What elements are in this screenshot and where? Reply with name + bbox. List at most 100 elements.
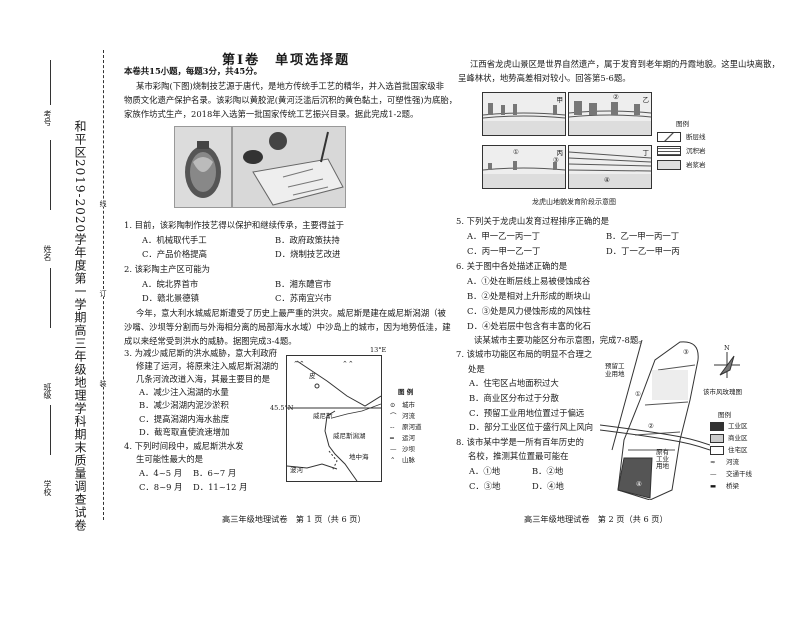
q6-option-c[interactable]: C．③处是风力侵蚀形成的风蚀柱 <box>467 306 591 316</box>
diagram-legend: 断层线 沉积岩 岩浆岩 <box>657 131 706 173</box>
passage2-line2: 沙嘴、沙坝等分割而与外海相分离的局部海水水域）中沙岛上的城市，因为地势低洼，建 <box>124 322 451 332</box>
venice-map: ⌃⌃ ⌃⌃ 皮 威尼斯 威尼斯潟湖 地中海 波河 <box>286 355 382 482</box>
q8-option-d[interactable]: D．④地 <box>532 481 564 491</box>
pottery-photo-painting <box>232 126 346 208</box>
q1-option-a[interactable]: A．机械取代手工 <box>142 235 207 245</box>
legend-commercial: 商业区 <box>710 432 752 444</box>
legend-city-river: ≈河流 <box>710 458 739 466</box>
map-lon-label: 13°E <box>370 346 387 354</box>
q1-stem: 1. 目前，该彩陶制作技艺得以保护和继续传承，主要得益于 <box>124 220 345 230</box>
field-label: 考号 <box>43 110 52 126</box>
old-industry-label-3: 用地 <box>656 462 669 470</box>
p2-passage-line2: 呈峰林状，地势高差相对较小。回答第5-6题。 <box>458 73 631 83</box>
q1-option-d[interactable]: D．烧制技艺改进 <box>275 249 341 259</box>
legend-industrial: 工业区 <box>710 420 752 432</box>
igneous-rock-icon <box>657 160 681 170</box>
binding-mark-line: 线 <box>98 200 108 207</box>
panel-label-jia: 甲 <box>556 96 564 104</box>
q6-option-b[interactable]: B．②处是相对上升形成的断块山 <box>467 291 591 301</box>
wind-rose: N <box>712 344 742 384</box>
marker-2: ② <box>613 93 619 101</box>
q4-option-c[interactable]: C．8~9 月 <box>139 482 183 492</box>
reserved-industry-label-1: 预留工 <box>605 362 625 370</box>
q8-stem-line2: 名校，推测其位置最可能在 <box>468 451 569 461</box>
q2-option-b[interactable]: B．湘东醴官市 <box>275 279 332 289</box>
legend-mountain: ⌃山脉 <box>390 456 415 464</box>
q3-option-a[interactable]: A．减少注入潟湖的水量 <box>139 387 229 397</box>
legend-residential: 住宅区 <box>710 444 752 456</box>
panel-jia-drawing <box>482 103 566 135</box>
q7-option-b[interactable]: B．商业区分布过于分散 <box>469 393 559 403</box>
field-class: 班级 <box>42 383 53 399</box>
field-class-line[interactable] <box>50 405 52 455</box>
q4-option-d[interactable]: D．11~12 月 <box>193 482 248 492</box>
field-exam-number-line2[interactable] <box>50 140 52 210</box>
map-lat-label: 45.5°N <box>270 404 294 412</box>
q7-option-c[interactable]: C．预留工业用地位置过于偏远 <box>469 408 585 418</box>
legend-river: ⌒河流 <box>390 412 415 420</box>
q4-option-b[interactable]: B．6~7 月 <box>193 468 237 478</box>
map-label-venice: 威尼斯 <box>313 412 333 420</box>
field-name: 姓名 <box>42 245 53 261</box>
q7-stem-line2: 处是 <box>468 364 485 374</box>
wind-rose-caption: 该市风玫瑰图 <box>703 388 742 396</box>
q4-stem-line2: 生可能性最大的是 <box>136 454 203 464</box>
q5-option-c[interactable]: C．丙一甲一乙一丁 <box>467 246 541 256</box>
q3-stem-line1: 3. 为减少威尼斯的洪水威胁，意大利政府 <box>124 348 278 358</box>
legend-sedimentary: 沉积岩 <box>657 145 706 159</box>
pottery-photo-vase <box>174 126 232 208</box>
q7-option-a[interactable]: A．住宅区占地面积过大 <box>469 378 559 388</box>
city-legend-title: 图例 <box>718 411 731 419</box>
bridge-icon: ▬ <box>710 482 717 490</box>
legend-old-channel: ‐‐原河道 <box>390 423 422 431</box>
sedimentary-rock-icon <box>657 146 681 156</box>
residential-zone-icon <box>710 445 724 455</box>
dashed-line-icon: ‐‐ <box>390 423 395 431</box>
q3-option-b[interactable]: B．减少潟湖内泥沙淤积 <box>139 400 229 410</box>
svg-text:⌃⌃: ⌃⌃ <box>293 360 305 368</box>
q4-option-a[interactable]: A．4~5 月 <box>139 468 183 478</box>
field-school: 学校 <box>42 480 53 496</box>
q2-option-d[interactable]: D．赣北景德镇 <box>142 293 199 303</box>
field-label: 姓名 <box>43 245 52 261</box>
q5-option-b[interactable]: B．乙一甲一丙一丁 <box>606 231 680 241</box>
diagram-caption: 龙虎山地貌发育阶段示意图 <box>532 198 616 206</box>
diagram-panel-bing: 丙 ① ③ <box>482 145 566 189</box>
q1-option-b[interactable]: B．政府政策扶持 <box>275 235 340 245</box>
city-marker-4: ④ <box>636 480 642 488</box>
river-icon: ≈ <box>710 458 716 466</box>
mountain-icon: ⌃ <box>390 456 396 464</box>
panel-ding-drawing <box>568 151 652 188</box>
panel-label-bing: 丙 <box>556 149 564 157</box>
q3-stem-line2: 修建了运河，将原来注入威尼斯潟湖的 <box>136 361 279 371</box>
venice-legend-title: 图 例 <box>398 388 414 396</box>
passage1-line3: 家族作坊式生产，2018年入选第一批国家传统工艺振兴目录。据此完成1-2题。 <box>124 109 419 119</box>
q6-option-a[interactable]: A．①处在断层线上易被侵蚀成谷 <box>467 276 591 286</box>
q8-option-b[interactable]: B．②地 <box>532 466 564 476</box>
reserved-industry-label-2: 业用地 <box>605 370 625 378</box>
q2-stem: 2. 该彩陶主产区可能为 <box>124 264 211 274</box>
city-marker-2: ② <box>648 422 654 430</box>
legend-canal: ═运河 <box>390 434 415 442</box>
map-label-po: 波河 <box>290 466 303 474</box>
road-icon: — <box>710 470 717 478</box>
q2-option-c[interactable]: C．苏南宜兴市 <box>275 293 332 303</box>
q5-option-d[interactable]: D．丁一乙一甲一丙 <box>606 246 680 256</box>
q7-option-d[interactable]: D．部分工业区位于盛行风上风向 <box>469 422 593 432</box>
q2-option-a[interactable]: A．皖北界首市 <box>142 279 199 289</box>
city-icon: ⊙ <box>390 401 396 409</box>
q3-option-d[interactable]: D．截弯取直使流速增加 <box>139 427 230 437</box>
compass-icon <box>714 352 740 378</box>
q6-option-d[interactable]: D．④处岩层中包含有丰富的化石 <box>467 321 591 331</box>
q1-option-c[interactable]: C．产品价格提高 <box>142 249 208 259</box>
q8-option-c[interactable]: C．③地 <box>469 481 501 491</box>
field-exam-number-line[interactable] <box>50 60 52 105</box>
q8-option-a[interactable]: A．①地 <box>469 466 501 476</box>
legend-trunk-road: —交通干线 <box>710 470 752 478</box>
binding-line <box>103 50 105 520</box>
q3-option-c[interactable]: C．提高潟湖内海水盐度 <box>139 414 230 424</box>
field-name-line[interactable] <box>50 268 52 328</box>
venice-map-drawing: ⌃⌃ ⌃⌃ <box>286 360 382 482</box>
field-label: 学校 <box>43 480 52 496</box>
q5-option-a[interactable]: A．甲一乙一丙一丁 <box>467 231 541 241</box>
